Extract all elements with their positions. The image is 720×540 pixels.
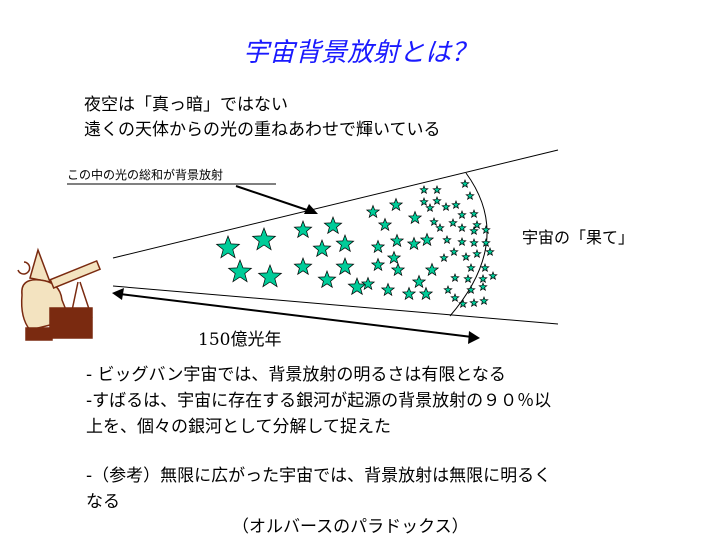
star <box>377 217 393 232</box>
star <box>215 235 241 259</box>
star <box>323 215 343 235</box>
star <box>312 238 332 258</box>
star <box>370 257 386 272</box>
star <box>466 285 476 294</box>
star <box>380 282 396 297</box>
star <box>457 237 467 246</box>
star <box>472 220 482 229</box>
star <box>432 196 442 205</box>
star <box>481 238 491 247</box>
star <box>451 200 461 209</box>
star <box>401 286 417 301</box>
star <box>478 274 488 283</box>
star <box>411 274 427 289</box>
star <box>390 262 406 277</box>
callout-arrow <box>235 185 318 214</box>
star <box>488 271 498 280</box>
bullet-3-cont: なる <box>86 492 120 512</box>
bullet-2: -すばるは、宇宙に存在する銀河が起源の背景放射の９０％以 <box>86 391 552 411</box>
star <box>466 263 476 272</box>
star <box>419 197 429 206</box>
star <box>317 269 337 289</box>
star <box>419 232 435 247</box>
star <box>481 225 491 234</box>
star <box>425 203 435 212</box>
star <box>469 298 479 307</box>
star <box>450 293 460 302</box>
star <box>450 273 460 282</box>
callout-label: この中の光の総和が背景放射 <box>67 168 224 182</box>
star <box>419 185 429 194</box>
cone-upper-edge <box>112 149 559 259</box>
star <box>389 233 405 248</box>
distance-label: 150億光年 <box>198 330 282 350</box>
star <box>479 296 489 305</box>
star <box>360 276 376 291</box>
star <box>386 250 402 265</box>
star <box>435 223 445 232</box>
star <box>293 256 313 276</box>
star <box>257 264 283 288</box>
star <box>460 179 470 188</box>
star <box>347 276 367 296</box>
star <box>465 191 475 200</box>
star <box>388 197 404 212</box>
star <box>293 219 313 239</box>
star <box>335 256 355 276</box>
star <box>432 185 442 194</box>
star <box>480 263 490 272</box>
distance-arrow <box>112 288 480 344</box>
star <box>448 218 458 227</box>
cone-lower-edge <box>112 285 559 325</box>
star <box>251 227 277 251</box>
star <box>458 299 468 308</box>
star <box>365 204 381 219</box>
bullet-3: -（参考）無限に広がった宇宙では、背景放射は無限に明るく <box>86 466 552 486</box>
star <box>442 235 452 244</box>
star <box>370 239 386 254</box>
star <box>439 253 449 262</box>
star <box>469 209 479 218</box>
star <box>472 249 482 258</box>
slide-title: 宇宙背景放射とは？ <box>242 38 477 68</box>
intro-line-2: 遠くの天体からの光の重ねあわせで輝いている <box>84 120 441 140</box>
star <box>227 259 253 283</box>
star <box>441 202 451 211</box>
star <box>418 286 434 301</box>
star <box>424 262 440 277</box>
star <box>407 210 423 225</box>
star <box>461 252 471 261</box>
star <box>469 226 479 235</box>
star <box>443 285 453 294</box>
star <box>485 247 495 256</box>
universe-edge-label: 宇宙の「果て」 <box>522 228 635 247</box>
star <box>335 233 355 253</box>
bullet-1: - ビッグバン宇宙では、背景放射の明るさは有限となる <box>86 365 506 385</box>
astronomer-icon <box>17 247 102 341</box>
star <box>463 274 473 283</box>
stars-group <box>215 179 498 308</box>
star <box>469 238 479 247</box>
star <box>457 223 467 232</box>
star <box>429 217 439 226</box>
intro-line-1: 夜空は「真っ暗」ではない <box>84 95 288 115</box>
star <box>406 236 422 251</box>
bullet-2-cont: 上を、個々の銀河として分解して捉えた <box>86 417 391 437</box>
star <box>478 282 488 291</box>
footnote: （オルバースのパラドックス） <box>232 517 469 537</box>
star <box>449 247 459 256</box>
star <box>457 210 467 219</box>
